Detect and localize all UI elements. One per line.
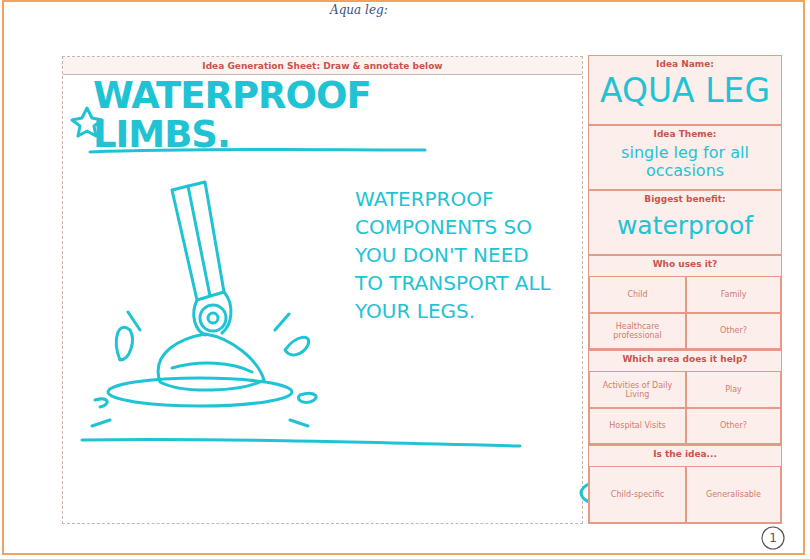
foot-shape [158, 334, 264, 390]
field-heading: Who uses it? [589, 259, 781, 269]
option-cell: Other? [686, 313, 781, 349]
handwritten-text: WATERPROOF LIMBS. [93, 77, 493, 155]
field-box: Which area does it help? Activities of Da… [588, 350, 782, 445]
handwritten-text: AQUA LEG [593, 74, 777, 109]
option-cell: Child [589, 276, 686, 313]
option-cell: Child-specific [589, 466, 686, 523]
field-heading: Which area does it help? [589, 354, 781, 364]
foot-line [172, 363, 252, 372]
drawing-area: Idea Generation Sheet: Draw & annotate b… [62, 56, 583, 524]
page-number-circle [762, 527, 784, 549]
option-text: Play [689, 385, 778, 394]
ankle-joint [200, 305, 226, 331]
field-heading: Idea Theme: [589, 129, 781, 139]
pylon-line [188, 186, 210, 296]
title-underline [90, 150, 425, 153]
option-text: Other? [689, 421, 778, 430]
field-box: Idea Theme: single leg for all occasions [588, 125, 782, 190]
option-text: Activities of Daily Living [592, 380, 683, 398]
splash-drop [298, 393, 316, 402]
field-box: Is the idea... Child-specific Generalisabl… [588, 445, 782, 524]
splash-drop [116, 327, 132, 360]
splash-drop [95, 399, 107, 407]
handwritten-text: single leg for all occasions [593, 144, 777, 179]
option-text: Child-specific [592, 490, 683, 499]
option-cell: Healthcare professional [589, 313, 686, 349]
handwritten-text: WATERPROOF COMPONENTS SO YOU DON'T NEED … [355, 185, 555, 325]
ankle-bracket [194, 292, 231, 335]
option-cell: Play [686, 371, 781, 408]
option-cell: Hospital Visits [589, 408, 686, 444]
star-symbol [72, 108, 102, 136]
ankle-bolt [208, 313, 218, 323]
splash-lines [92, 312, 308, 426]
field-heading: Biggest benefit: [589, 194, 781, 204]
field-heading: Idea Name: [589, 59, 781, 69]
option-cell: Activities of Daily Living [589, 371, 686, 408]
handwritten-text: waterproof [593, 213, 777, 239]
option-text: Generalisable [689, 490, 778, 499]
option-text: Family [689, 290, 778, 299]
option-cell: Generalisable [686, 466, 781, 523]
field-box: Biggest benefit: waterproof [588, 190, 782, 255]
option-text: Healthcare professional [592, 322, 683, 340]
puddle [108, 378, 292, 406]
field-heading: Idea Generation Sheet: Draw & annotate b… [63, 57, 582, 75]
option-text: Child [592, 290, 683, 299]
page-number: 1 [762, 529, 784, 547]
option-cell: Family [686, 276, 781, 313]
field-box: Idea Name: AQUA LEG [588, 55, 782, 125]
option-text: Hospital Visits [592, 421, 683, 430]
field-heading: Is the idea... [589, 449, 781, 459]
ground-line [82, 439, 520, 446]
field-box: Who uses it? Child FamilyHealthcare profes… [588, 255, 782, 350]
option-text: Other? [689, 326, 778, 335]
pylon-tube [172, 182, 224, 300]
note-text: Aqua leg: [330, 3, 388, 17]
splash-drop [285, 337, 309, 355]
option-cell: Other? [686, 408, 781, 444]
